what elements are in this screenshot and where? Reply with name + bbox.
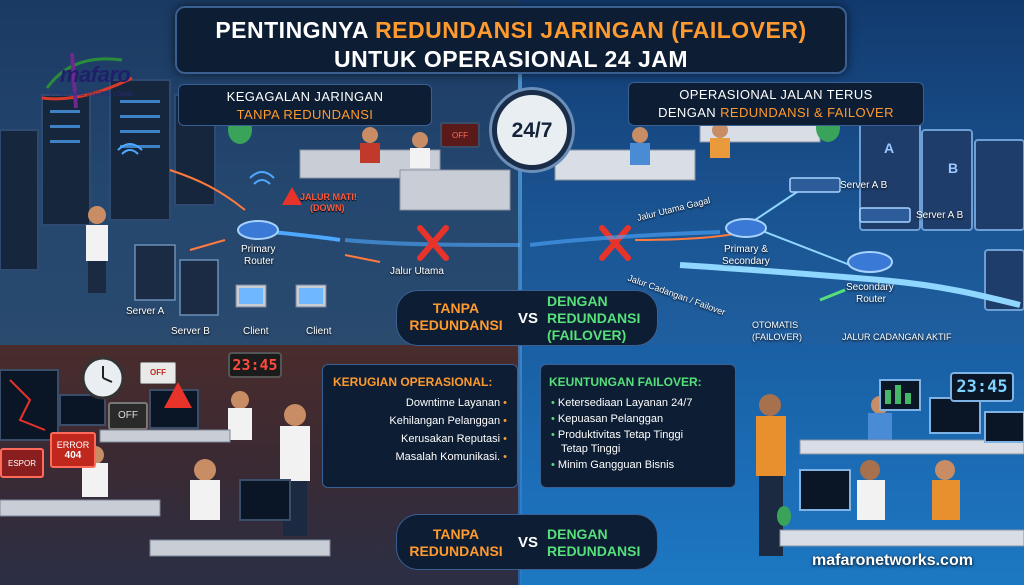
right-header-line-1: OPERASIONAL JALAN TERUS (679, 87, 873, 102)
server-ab-label-2: Server A B (916, 210, 964, 221)
off-screen-text: OFF (452, 131, 468, 140)
vs-mid-right-1: DENGAN (547, 293, 608, 309)
vs-bot-left-1: TANPA (432, 526, 480, 542)
loss-item: Masalah Komunikasi. (395, 451, 501, 463)
main-path-label: Jalur Utama (390, 266, 444, 277)
mafaro-logo-mark (41, 52, 133, 109)
secondary-router-label: Secondary (846, 282, 894, 293)
clock-label: 24/7 (511, 119, 553, 142)
failure-label: JALUR MATI! (300, 192, 357, 202)
client-label-1: Client (243, 326, 269, 337)
left-header-line-2: TANPA REDUNDANSI (236, 107, 374, 122)
off-text: OFF (118, 410, 138, 421)
logo-name: mafaro (60, 62, 131, 87)
website-link[interactable]: mafaronetworks.com (812, 552, 973, 569)
right-header-prefix: DENGAN (658, 105, 721, 120)
vs-mid-right-2: REDUNDANSI (547, 310, 641, 326)
losses-panel: KERUGIAN OPERASIONAL: Downtime Layanan •… (322, 364, 518, 488)
loss-item: Kerusakan Reputasi (401, 433, 501, 445)
title-highlight: REDUNDANSI JARINGAN (FAILOVER) (375, 17, 807, 43)
title-line-2: UNTUK OPERASIONAL 24 JAM (333, 46, 689, 72)
off-sign: OFF (140, 362, 176, 384)
loss-item: Downtime Layanan (405, 397, 501, 409)
vs-mid-left-2: REDUNDANSI (409, 317, 503, 333)
primary-router-label: Primary (241, 244, 276, 255)
benefits-title: KEUNTUNGAN FAILOVER: (549, 375, 702, 389)
vs-mid-right-3: (FAILOVER) (547, 327, 627, 343)
vs-mid-left-1: TANPA (432, 300, 480, 316)
right-section-header: OPERASIONAL JALAN TERUS DENGAN REDUNDANS… (628, 82, 924, 126)
benefits-panel: KEUNTUNGAN FAILOVER: • Ketersediaan Laya… (540, 364, 736, 488)
server-ab-label-1: Server A B (840, 180, 888, 191)
benefit-item: Produktivitas Tetap Tinggi (557, 429, 684, 441)
left-section-header: KEGAGALAN JARINGAN TANPA REDUNDANSI (178, 84, 432, 126)
vs-bot-right-1: DENGAN (547, 526, 608, 542)
clock-24-7-icon: 24/7 (492, 90, 572, 170)
failure-label-down: (DOWN) (310, 203, 345, 213)
vs-bottom-box: TANPA REDUNDANSI VS DENGAN REDUNDANSI (396, 514, 658, 570)
title-prefix: PENTINGNYA (215, 17, 376, 43)
auto-label: OTOMATIS (752, 320, 799, 330)
vs-bot-right-2: REDUNDANSI (547, 543, 641, 559)
router1-label: Primary & (724, 244, 768, 255)
primary-router-label-2: Router (244, 256, 275, 267)
vs-bot-label: VS (517, 534, 538, 551)
vs-bot-left-2: REDUNDANSI (409, 543, 503, 559)
logo-tagline: PT MAFARO SINERGI UTAMA (50, 92, 134, 98)
error-code: 404 (64, 450, 82, 461)
router1-label-2: Secondary (722, 256, 770, 267)
secondary-router-label-2: Router (856, 294, 887, 305)
benefit-item: Ketersediaan Layanan 24/7 (557, 397, 693, 409)
auto-label-2: (FAILOVER) (752, 332, 803, 342)
espor-text: ESPOR (7, 459, 36, 468)
right-header-highlight: REDUNDANSI & FAILOVER (720, 105, 894, 120)
title-line-1: PENTINGNYA REDUNDANSI JARINGAN (FAILOVER… (177, 17, 845, 44)
benefit-item: Tetap Tinggi (561, 443, 621, 455)
client-label-2: Client (306, 326, 332, 337)
left-header-line-1: KEGAGALAN JARINGAN (226, 89, 384, 104)
rack-b-letter: B (948, 160, 959, 176)
espor-screen: ESPOR (0, 448, 44, 478)
losses-title: KERUGIAN OPERASIONAL: (333, 375, 493, 389)
off-sign-text: OFF (150, 368, 166, 377)
server-a-label: Server A (126, 306, 165, 317)
digital-clock-left: 23:45 (228, 352, 282, 378)
vs-mid-label: VS (517, 310, 538, 327)
vs-middle-box: TANPA REDUNDANSI VS DENGAN REDUNDANSI (F… (396, 290, 658, 346)
off-monitor: OFF (108, 402, 148, 430)
loss-item: Kehilangan Pelanggan (389, 415, 501, 427)
off-screen: OFF (440, 122, 480, 148)
benefit-item: Minim Gangguan Bisnis (557, 459, 675, 471)
rack-a-letter: A (884, 140, 895, 156)
title-banner: PENTINGNYA REDUNDANSI JARINGAN (FAILOVER… (175, 6, 847, 74)
digital-clock-right: 23:45 (950, 372, 1014, 402)
error-text: ERROR (56, 440, 90, 450)
backup-active-label: JALUR CADANGAN AKTIF (842, 332, 952, 342)
server-b-label: Server B (171, 326, 210, 337)
benefit-item: Kepuasan Pelanggan (557, 413, 664, 425)
error-404-screen: ERROR 404 (50, 432, 96, 468)
